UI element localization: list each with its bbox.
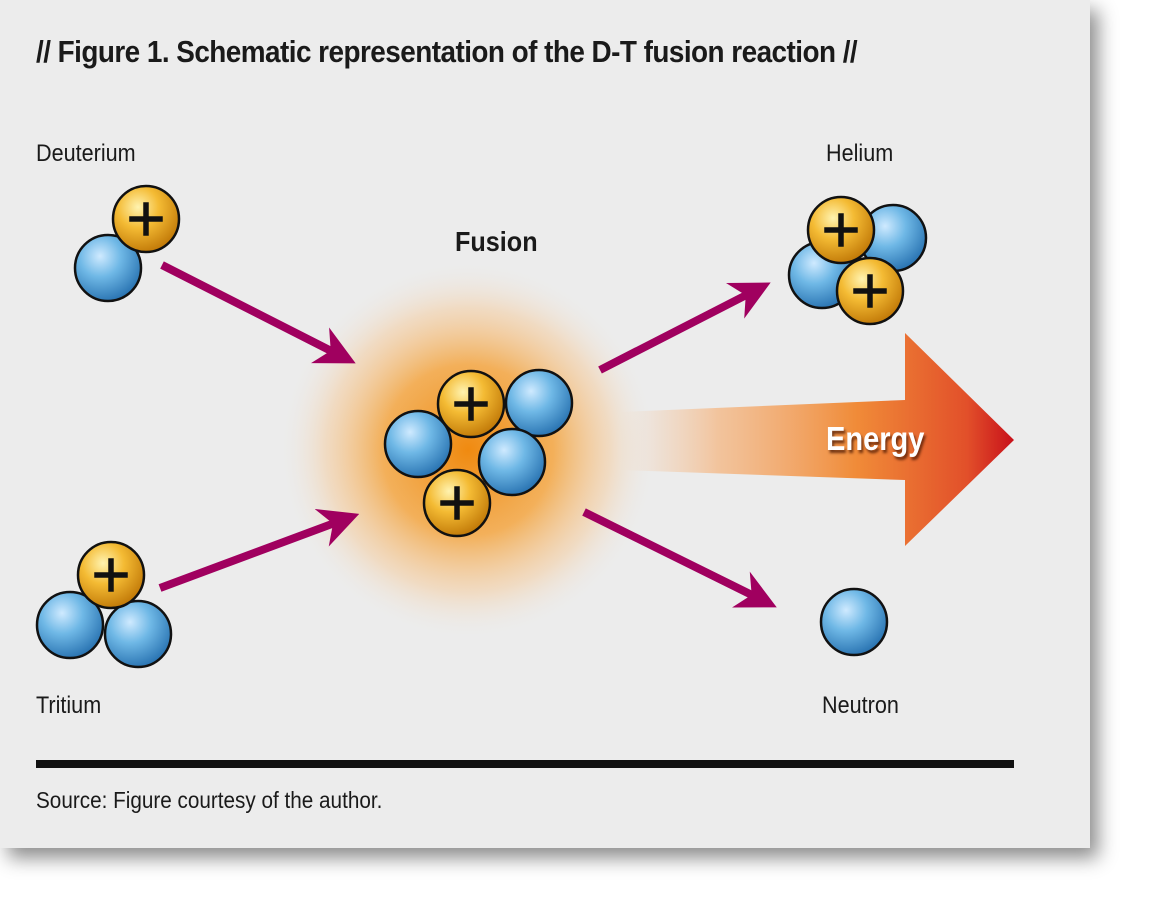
energy-label: Energy: [826, 420, 925, 457]
source-note: Source: Figure courtesy of the author.: [36, 787, 383, 813]
fusion-label: Fusion: [455, 226, 538, 257]
fusion-diagram: [35, 184, 1014, 669]
deuterium-arrow: [160, 261, 356, 364]
helium-arrow: [598, 282, 771, 374]
neutron-particle: [504, 368, 574, 438]
neutron-particle: [103, 599, 173, 669]
plus-icon: [94, 558, 128, 592]
plus-icon: [454, 387, 488, 421]
neutron-particle: [819, 587, 889, 657]
fusion-glow: [278, 260, 658, 640]
tritium-nucleus: [35, 540, 173, 669]
helium-label: Helium: [826, 140, 894, 167]
neutron-output: [819, 587, 889, 657]
figure-panel: // Figure 1. Schematic representation of…: [0, 0, 1090, 848]
neutron-label: Neutron: [822, 692, 899, 719]
plus-icon: [853, 274, 887, 308]
tritium-label: Tritium: [36, 692, 102, 719]
tritium-arrow: [158, 509, 360, 592]
neutron-particle: [35, 590, 105, 660]
divider: [36, 760, 1014, 768]
neutron-particle: [73, 233, 143, 303]
neutron-arrow: [582, 508, 777, 608]
neutron-particle: [383, 409, 453, 479]
energy-arrow: [620, 333, 1014, 546]
plus-icon: [824, 213, 858, 247]
plus-icon: [440, 486, 474, 520]
neutron-particle: [477, 427, 547, 497]
figure-title: // Figure 1. Schematic representation of…: [36, 34, 858, 69]
deuterium-nucleus: [73, 184, 181, 303]
helium-nucleus: [787, 195, 928, 326]
fusion-cluster: [383, 368, 574, 538]
plus-icon: [129, 202, 163, 236]
deuterium-label: Deuterium: [36, 140, 136, 167]
